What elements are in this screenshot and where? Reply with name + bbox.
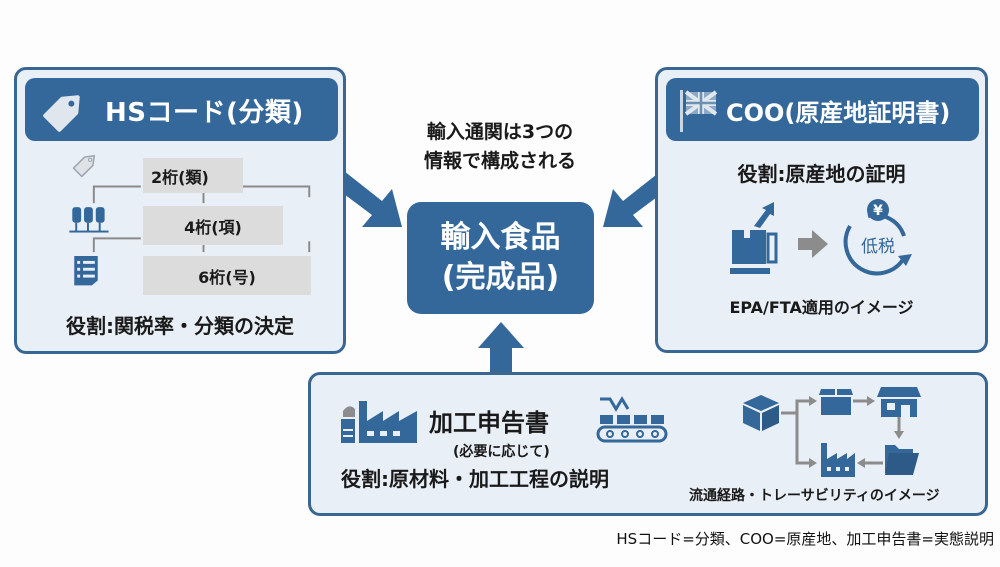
hs-code-title: HSコード(分類) bbox=[105, 98, 304, 128]
coo-panel: COO(原産地証明書) 役割:原産地の証明 ¥ 低税 EPA/FTA適用のイメー… bbox=[655, 67, 988, 353]
folder-icon bbox=[885, 445, 919, 475]
export-package-icon bbox=[730, 202, 778, 274]
hs-hierarchy-lines bbox=[69, 154, 311, 286]
process-declaration-note: (必要に応じて) bbox=[453, 444, 550, 460]
title-line-1: 輸入通関は3つの bbox=[426, 121, 574, 143]
list-document-icon bbox=[74, 256, 98, 286]
hs-code-header: HSコード(分類) bbox=[25, 78, 338, 141]
arrow-from-hs bbox=[332, 171, 402, 227]
coo-title: COO(原産地証明書) bbox=[726, 99, 951, 127]
diagram-title: 輸入通関は3つの 情報で構成される bbox=[360, 118, 640, 176]
title-line-2: 情報で構成される bbox=[423, 150, 576, 172]
factory-small-icon bbox=[821, 443, 855, 477]
product-label: 輸入食品 bbox=[440, 220, 561, 255]
epa-fta-illustration: ¥ 低税 bbox=[730, 199, 912, 276]
uk-flag-icon bbox=[680, 90, 718, 132]
hs-code-panel: HSコード(分類) bbox=[14, 67, 346, 354]
traceability-caption: 流通経路・トレーサビリティのイメージ bbox=[689, 488, 940, 504]
hs-level-2-digit: 2桁(類) bbox=[143, 158, 243, 193]
process-declaration-panel: 加工申告書 (必要に応じて) 役割:原材料・加工工程の説明 bbox=[308, 372, 988, 516]
box-icon bbox=[743, 395, 779, 431]
low-tax-label: 低税 bbox=[861, 237, 895, 257]
arrow-from-process bbox=[478, 322, 524, 376]
summary-footnote: HSコード=分類、COO=原産地、加工申告書=実態説明 bbox=[616, 530, 994, 548]
package-icon bbox=[819, 389, 853, 415]
store-icon bbox=[877, 387, 921, 417]
low-tax-cycle-icon bbox=[843, 199, 912, 276]
hs-level-4-digit: 4桁(項) bbox=[143, 206, 283, 245]
tag-icon bbox=[72, 154, 96, 178]
gray-arrow-icon bbox=[798, 230, 828, 258]
supply-chain-illustration bbox=[743, 387, 921, 477]
coo-header: COO(原産地証明書) bbox=[666, 78, 979, 141]
hierarchy-icon bbox=[69, 207, 109, 233]
process-declaration-title: 加工申告書 bbox=[429, 409, 549, 437]
coo-caption: EPA/FTA適用のイメージ bbox=[729, 298, 914, 317]
factory-icon bbox=[341, 401, 417, 443]
hs-role-text: 役割:関税率・分類の決定 bbox=[66, 314, 294, 338]
hs-level-6-digit: 6桁(号) bbox=[143, 256, 311, 295]
yen-symbol: ¥ bbox=[873, 203, 883, 219]
product-sublabel: (完成品) bbox=[441, 260, 560, 295]
imported-food-box: 輸入食品 (完成品) bbox=[407, 202, 594, 314]
conveyor-belt-icon bbox=[596, 396, 668, 443]
process-role-text: 役割:原材料・加工工程の説明 bbox=[341, 467, 609, 491]
coo-role-text: 役割:原産地の証明 bbox=[737, 162, 906, 186]
price-tag-icon bbox=[43, 95, 80, 132]
